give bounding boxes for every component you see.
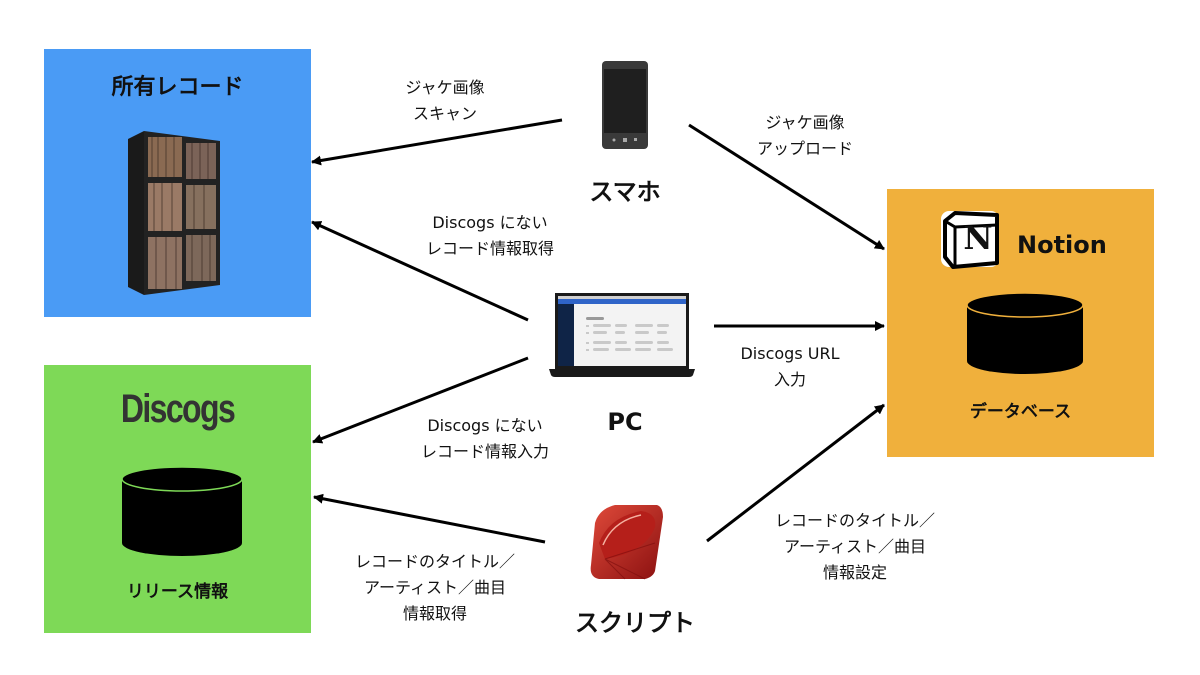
- database-icon: [121, 466, 243, 556]
- smartphone-label: スマホ: [589, 178, 661, 206]
- arrow-pc-to-records: [311, 220, 529, 322]
- edge-label-record-info-fetch: Discogs にない レコード情報取得: [425, 213, 554, 258]
- arrow-smartphone-to-records: [311, 118, 563, 166]
- edge-label-jacket-scan: ジャケ画像 スキャン: [405, 78, 485, 123]
- discogs-db-label: リリース情報: [126, 582, 229, 602]
- discogs-logo: Discogs: [120, 387, 236, 431]
- smartphone-icon: [602, 61, 648, 149]
- arrow-script-to-notion: [706, 403, 885, 543]
- discogs-box: Discogs リリース情報: [44, 365, 311, 633]
- owned-records-box: 所有レコード: [44, 49, 311, 317]
- notion-db-label: データベース: [969, 402, 1072, 422]
- owned-records-title: 所有レコード: [111, 75, 244, 100]
- laptop-icon: [549, 293, 695, 377]
- notion-box: N Notion データベース: [887, 189, 1154, 457]
- arrow-smartphone-to-notion: [688, 123, 885, 251]
- pc-label: PC: [607, 408, 643, 436]
- arrow-pc-to-discogs: [312, 356, 529, 444]
- notion-logo-letter: N: [963, 219, 993, 257]
- script-label: スクリプト: [575, 609, 695, 637]
- edge-label-record-info-input: Discogs にない レコード情報入力: [420, 416, 549, 461]
- edge-label-title-artist-fetch: レコードのタイトル／ アーティスト／曲目 情報取得: [354, 552, 515, 623]
- arrow-script-to-discogs: [313, 493, 546, 544]
- notion-logo-icon: [941, 211, 999, 269]
- edge-label-jacket-upload: ジャケ画像 アップロード: [756, 113, 853, 158]
- edge-label-title-artist-set: レコードのタイトル／ アーティスト／曲目 情報設定: [774, 511, 935, 582]
- edge-label-discogs-url-input: Discogs URL 入力: [740, 344, 840, 389]
- database-icon: [966, 292, 1084, 374]
- record-shelf-icon: [128, 131, 220, 295]
- notion-logo-text: Notion: [1017, 231, 1107, 259]
- ruby-gem-icon: [590, 505, 663, 580]
